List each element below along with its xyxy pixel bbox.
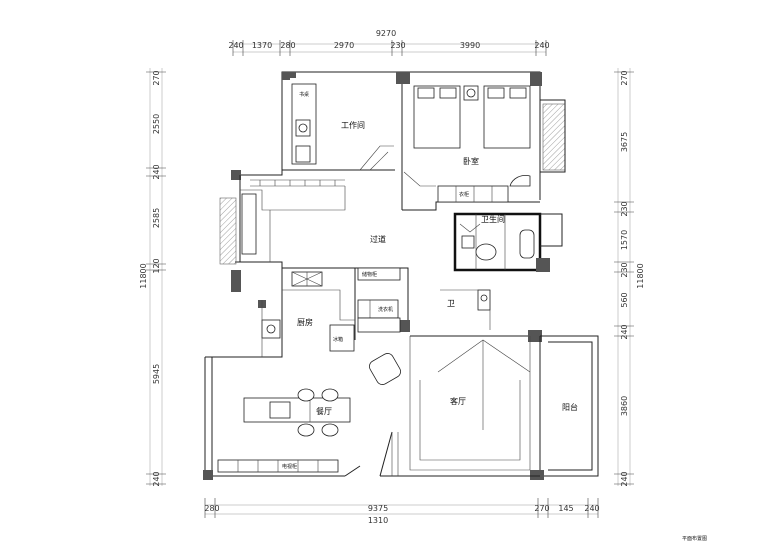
top-dimension-line: 9270 240 1370 280 2970 230 3990 240	[228, 29, 550, 56]
label-living: 客厅	[450, 396, 466, 406]
label-washer: 洗衣机	[378, 306, 393, 313]
dim-bottom-3: 270	[534, 504, 549, 513]
dim-bottom-2: 9375	[368, 504, 388, 513]
dim-left-5: 120	[152, 258, 161, 273]
dim-bottom-5: 240	[584, 504, 599, 513]
left-dimension-line: 11800 270 2550 240 2585 120 5945 240	[139, 68, 166, 487]
dim-top-6: 3990	[460, 41, 480, 50]
dim-right-4: 1570	[620, 230, 629, 250]
dim-top-3: 280	[280, 41, 295, 50]
right-balcony-planter	[542, 103, 566, 171]
label-dining: 餐厅	[316, 407, 332, 416]
dim-left-7: 240	[152, 471, 161, 486]
dim-right-2: 3675	[620, 132, 629, 152]
dim-right-5: 230	[620, 262, 629, 277]
label-wardrobe: 衣柜	[459, 191, 469, 198]
dim-left-3: 240	[152, 164, 161, 179]
fridge	[329, 324, 355, 352]
dim-left-6: 5945	[152, 364, 161, 384]
dim-top-1: 240	[228, 41, 243, 50]
armchair	[369, 353, 401, 385]
dim-right-8: 3860	[620, 396, 629, 416]
dining-table	[243, 397, 351, 423]
bedroom-furniture	[403, 85, 531, 203]
dim-left-4: 2585	[152, 208, 161, 228]
dim-right-1: 270	[620, 70, 629, 85]
label-balcony: 阳台	[562, 402, 578, 412]
bathroom-furniture	[459, 214, 535, 270]
bottom-dimension-line: 280 9375 270 145 240 1310	[204, 498, 600, 525]
dim-top-4: 2970	[334, 41, 354, 50]
kitchen-furniture	[261, 267, 401, 357]
dining-furniture	[217, 353, 401, 477]
dim-right-7: 240	[620, 324, 629, 339]
label-study: 工作间	[341, 120, 365, 130]
dim-right-6: 560	[620, 292, 629, 307]
label-tv-cabinet: 电视柜	[282, 463, 297, 470]
toilet-room	[440, 289, 491, 330]
study-desk-label: 书桌	[299, 91, 309, 98]
label-bathroom: 卫生间	[481, 214, 505, 224]
right-dimension-line: 11800 270 3675 230 1570 230 560 240 3860…	[614, 68, 645, 487]
corridor-details	[240, 179, 346, 262]
dim-bottom-total: 1310	[368, 516, 388, 525]
label-cabinet: 储物柜	[362, 271, 377, 278]
dim-right-3: 230	[620, 201, 629, 216]
dim-top-2: 1370	[252, 41, 272, 50]
label-toilet: 卫	[447, 299, 455, 308]
left-balcony-planter	[219, 197, 237, 265]
dim-top-7: 240	[534, 41, 549, 50]
footer-note: 平面布置图	[682, 535, 707, 542]
dim-top-5: 230	[390, 41, 405, 50]
label-fridge: 冰箱	[333, 336, 343, 343]
dim-left-2: 2550	[152, 114, 161, 134]
dim-right-total: 11800	[636, 263, 645, 288]
study-furniture: 书桌	[291, 83, 394, 171]
wardrobe	[437, 185, 509, 203]
label-corridor: 过道	[370, 234, 386, 244]
dim-top-total: 9270	[376, 29, 396, 38]
label-kitchen: 厨房	[297, 317, 313, 327]
dim-right-9: 240	[620, 471, 629, 486]
dim-bottom-4: 145	[558, 504, 573, 513]
dim-left-1: 270	[152, 70, 161, 85]
walls	[203, 71, 599, 480]
label-bedroom: 卧室	[463, 156, 479, 166]
dim-left-total: 11800	[139, 263, 148, 288]
dim-bottom-1: 280	[204, 504, 219, 513]
room-labels: 工作间 卧室 过道 卫生间 厨房 卫 客厅 阳台 餐厅 衣柜 储物柜 冰箱 洗衣…	[282, 120, 578, 470]
